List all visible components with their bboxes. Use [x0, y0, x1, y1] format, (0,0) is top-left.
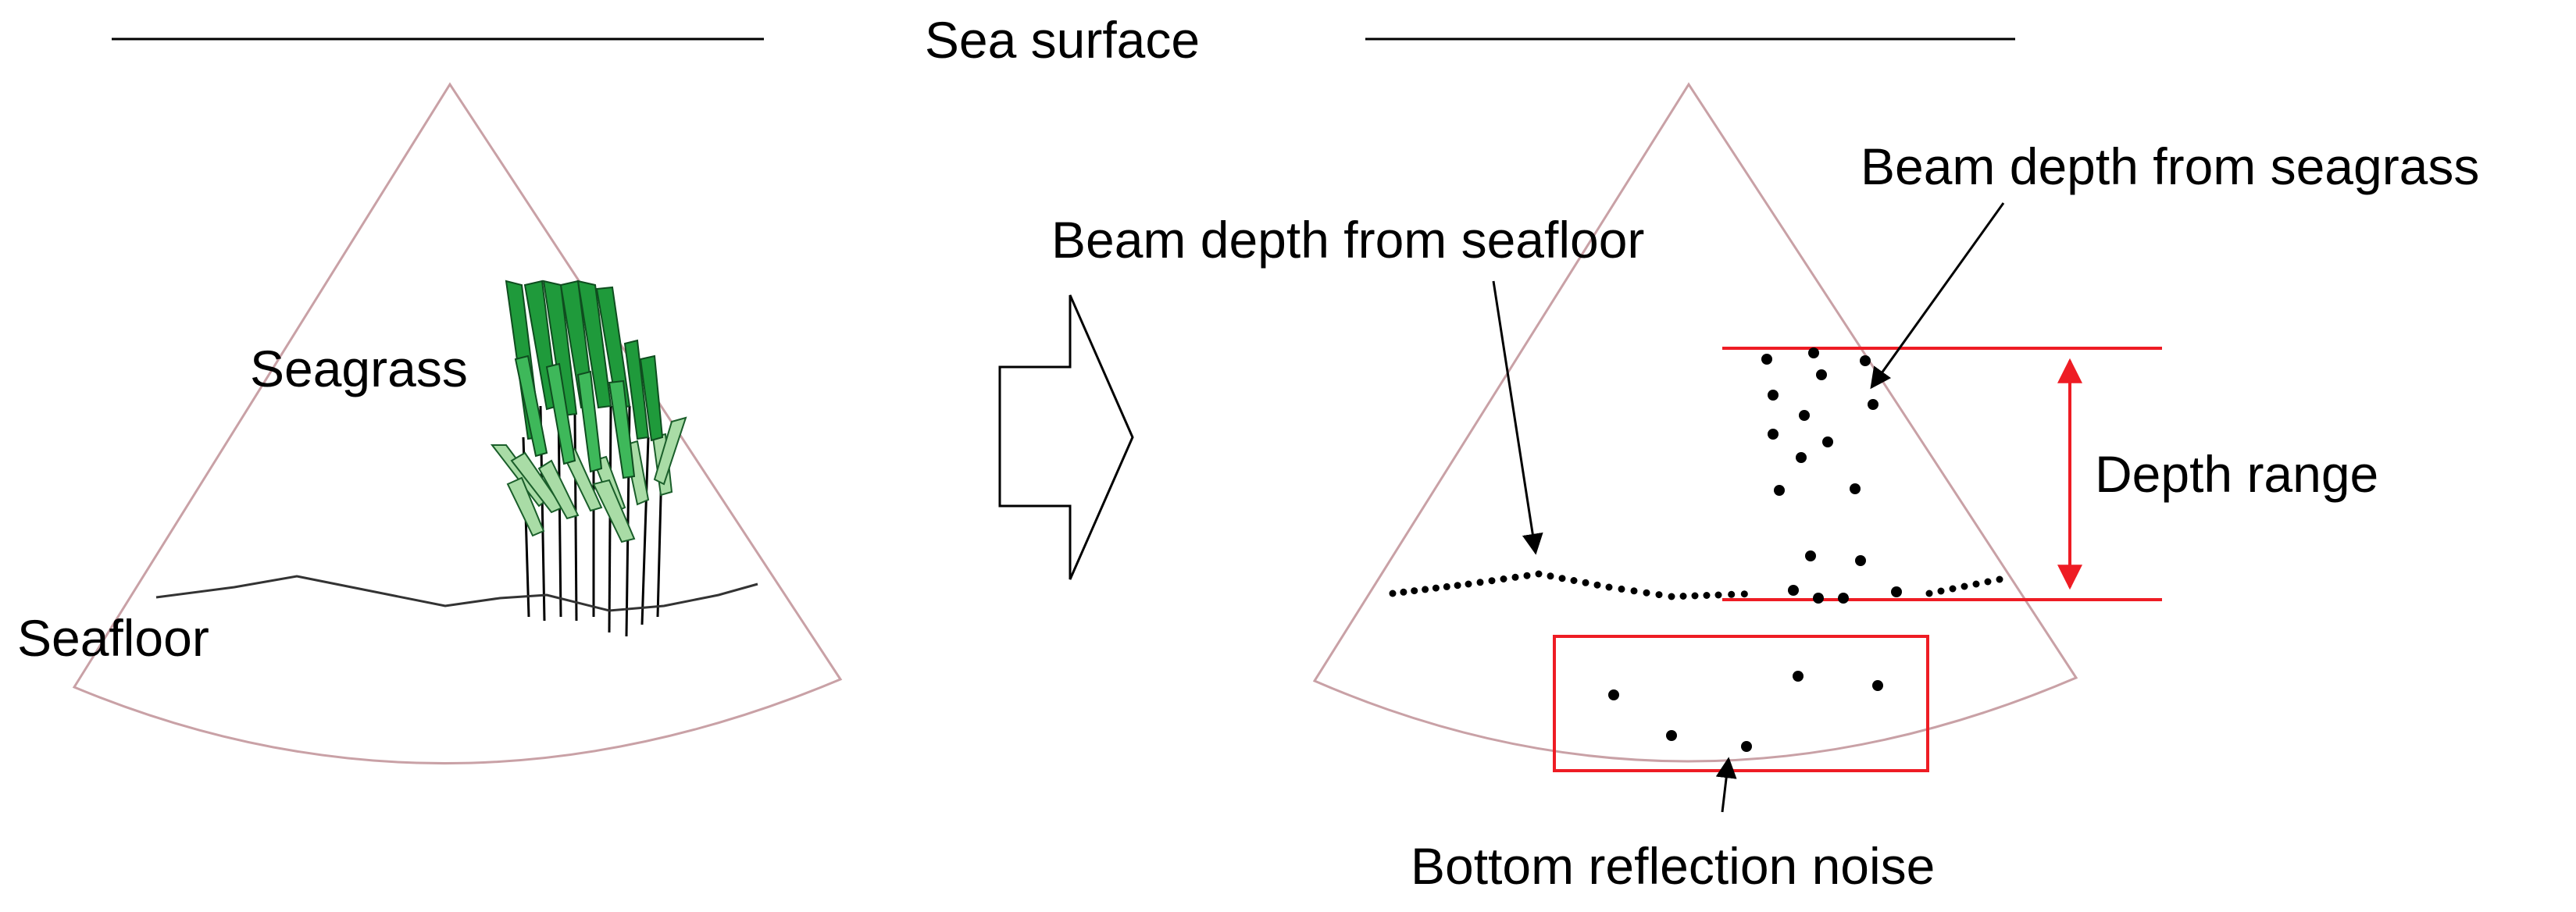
seafloor-return-dot	[1925, 590, 1933, 597]
depth-range-label: Depth range	[2095, 445, 2378, 503]
bottom-noise-box	[1553, 635, 1929, 772]
seafloor-return-dot	[1511, 573, 1519, 581]
seafloor-return-dot	[1949, 585, 1957, 593]
seagrass-mid-blades	[514, 354, 636, 479]
seafloor-return-dot	[1570, 577, 1578, 584]
seafloor-return-dot	[1691, 592, 1699, 600]
seafloor-return-dot	[1630, 587, 1638, 595]
seafloor-return-dot	[1972, 580, 1980, 588]
seafloor-return-dot	[1728, 590, 1736, 598]
seafloor-return-dot	[1411, 587, 1418, 595]
seafloor-return-dot	[1655, 591, 1663, 599]
seagrass-return-dots	[1761, 347, 1902, 604]
left-seafloor-line	[155, 575, 758, 612]
seafloor-return-dot	[1937, 587, 1945, 595]
noise-callout-arrow	[1715, 757, 1737, 813]
seafloor-return-dot	[1961, 582, 1968, 590]
transition-arrow	[998, 294, 1134, 580]
left-beam-outline	[72, 82, 843, 765]
seafloor-return-dot	[1605, 583, 1613, 591]
seafloor-return-dot	[1996, 575, 2003, 583]
seafloor-return-dot	[1476, 579, 1484, 586]
seafloor-return-dot	[1618, 585, 1625, 593]
seafloor-return-dot	[1443, 582, 1450, 590]
seagrass-lower-blades	[490, 416, 687, 543]
seafloor-return-dot	[1984, 578, 1992, 586]
seafloor-return-dot	[1422, 586, 1429, 593]
seafloor-return-dot	[1582, 579, 1589, 586]
seafloor-return-dot	[1547, 572, 1554, 580]
bottom-reflection-noise-label: Bottom reflection noise	[1411, 837, 1935, 895]
seafloor-return-dot	[1500, 575, 1507, 582]
beam-depth-seagrass-label: Beam depth from seagrass	[1861, 137, 2479, 195]
right-beam-outline	[1312, 82, 2078, 763]
seafloor-return-dot	[1523, 572, 1531, 579]
seafloor-return-dot	[1703, 592, 1711, 599]
sea-surface-label: Sea surface	[925, 11, 1200, 69]
seafloor-depth-callout-arrow	[1492, 280, 1543, 555]
seagrass-depth-callout-arrow	[1870, 202, 2005, 390]
seafloor-return-dot	[1454, 582, 1461, 590]
seafloor-return-dot	[1465, 580, 1472, 588]
seagrass-label: Seagrass	[250, 340, 468, 397]
seafloor-return-dot	[1488, 577, 1496, 585]
seafloor-return-dot	[1389, 590, 1397, 597]
seafloor-return-dot	[1558, 575, 1566, 582]
seafloor-return-dot	[1593, 581, 1601, 589]
beam-depth-seafloor-label: Beam depth from seafloor	[1051, 211, 1644, 269]
bottom-noise-dots	[1608, 671, 1883, 752]
seafloor-label: Seafloor	[17, 609, 209, 667]
seafloor-return-dots	[1389, 570, 2003, 600]
seafloor-return-dot	[1400, 588, 1408, 596]
seafloor-return-dot	[1679, 593, 1687, 600]
seafloor-return-dot	[1714, 591, 1722, 599]
seafloor-return-dot	[1668, 593, 1675, 600]
seafloor-return-dot	[1432, 584, 1440, 592]
seafloor-return-dot	[1740, 590, 1748, 598]
seafloor-return-dot	[1535, 570, 1543, 578]
seafloor-return-dot	[1643, 589, 1650, 597]
